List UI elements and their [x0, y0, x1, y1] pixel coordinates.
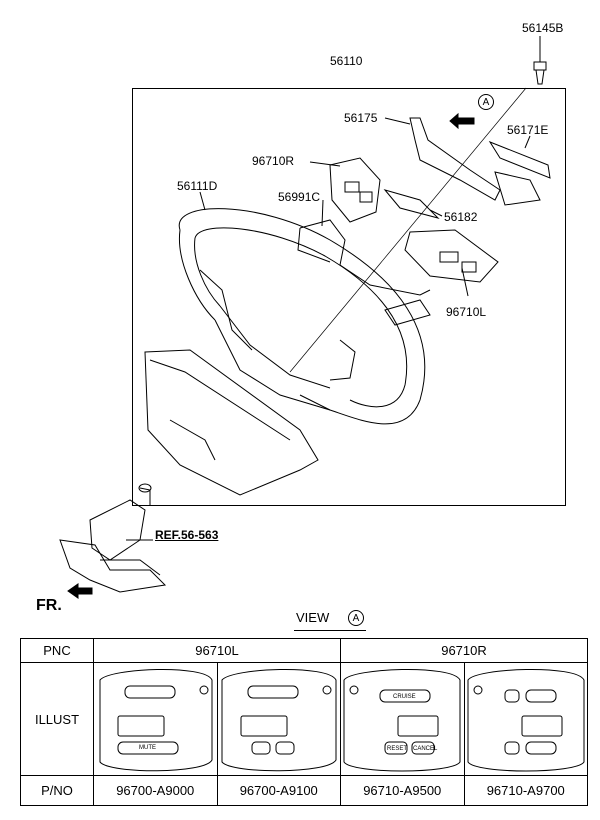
view-direction-arrow: [449, 112, 475, 130]
illust-cell-3: [340, 662, 465, 776]
leader-axis: [289, 87, 527, 373]
reset-button-label: RESET: [387, 746, 408, 752]
bracket-56175: [409, 117, 501, 201]
view-marker-circle: A: [478, 94, 494, 110]
pnc-header: PNC: [20, 638, 94, 663]
illust-cell-4: [463, 662, 588, 776]
leader-56182: [429, 209, 443, 217]
callout-56145B: 56145B: [522, 21, 564, 35]
callout-56111D: 56111D: [177, 179, 218, 193]
front-direction-arrow: [67, 583, 93, 599]
assembly-frame: [132, 88, 566, 506]
callout-56171E: 56171E: [507, 123, 549, 137]
ref-label: REF.56-563: [155, 528, 219, 542]
spec-table: PNC 96710L 96710R ILLUST P/NO 96700-A900…: [20, 638, 588, 806]
leader-96710R: [309, 161, 341, 167]
view-label-marker: A: [348, 610, 364, 626]
cruise-button-label: CRUISE: [393, 694, 416, 700]
illust-header: ILLUST: [20, 662, 94, 776]
pnc-group-left: 96710L: [93, 638, 341, 663]
illust-cell-2: [216, 662, 341, 776]
pno-header: P/NO: [20, 775, 94, 806]
callout-56991C: 56991C: [278, 190, 321, 204]
leader-56111D: [199, 191, 206, 211]
pno-row: P/NO 96700-A9000 96700-A9100 96710-A9500…: [20, 775, 588, 806]
illust-cell-1: [93, 662, 218, 776]
callout-56182: 56182: [444, 210, 478, 224]
callout-96710L: 96710L: [446, 305, 487, 319]
front-label: FR.: [36, 597, 62, 614]
illust-row: ILLUST: [20, 662, 588, 776]
steering-column: [59, 483, 167, 593]
callout-56110: 56110: [330, 54, 363, 68]
switch-96710R: [329, 157, 381, 223]
pnc-row: PNC 96710L 96710R: [20, 638, 588, 663]
steering-wheel-rim: [178, 208, 426, 425]
part-number-3: 96710-A9500: [340, 775, 465, 806]
callout-56175: 56175: [344, 111, 378, 125]
bolt-56145B: [533, 61, 547, 85]
part-number-1: 96700-A9000: [93, 775, 218, 806]
view-underline: [294, 630, 366, 631]
pnc-group-right: 96710R: [340, 638, 588, 663]
airbag-cover: [144, 349, 319, 496]
mute-button-label: MUTE: [139, 745, 156, 751]
switch-96710L: [404, 229, 499, 283]
leader-56171E: [524, 135, 531, 149]
part-number-2: 96700-A9100: [216, 775, 341, 806]
leader-96710L: [461, 267, 469, 297]
view-label: VIEW: [296, 610, 330, 625]
callout-96710R: 96710R: [252, 154, 295, 168]
trim-56171E: [488, 140, 551, 206]
part-number-4: 96710-A9700: [463, 775, 588, 806]
cancel-button-label: CANCEL: [413, 746, 438, 752]
plate-56182: [383, 189, 440, 219]
wire-harness-56991C: [297, 219, 431, 326]
leader-56175: [384, 117, 411, 125]
